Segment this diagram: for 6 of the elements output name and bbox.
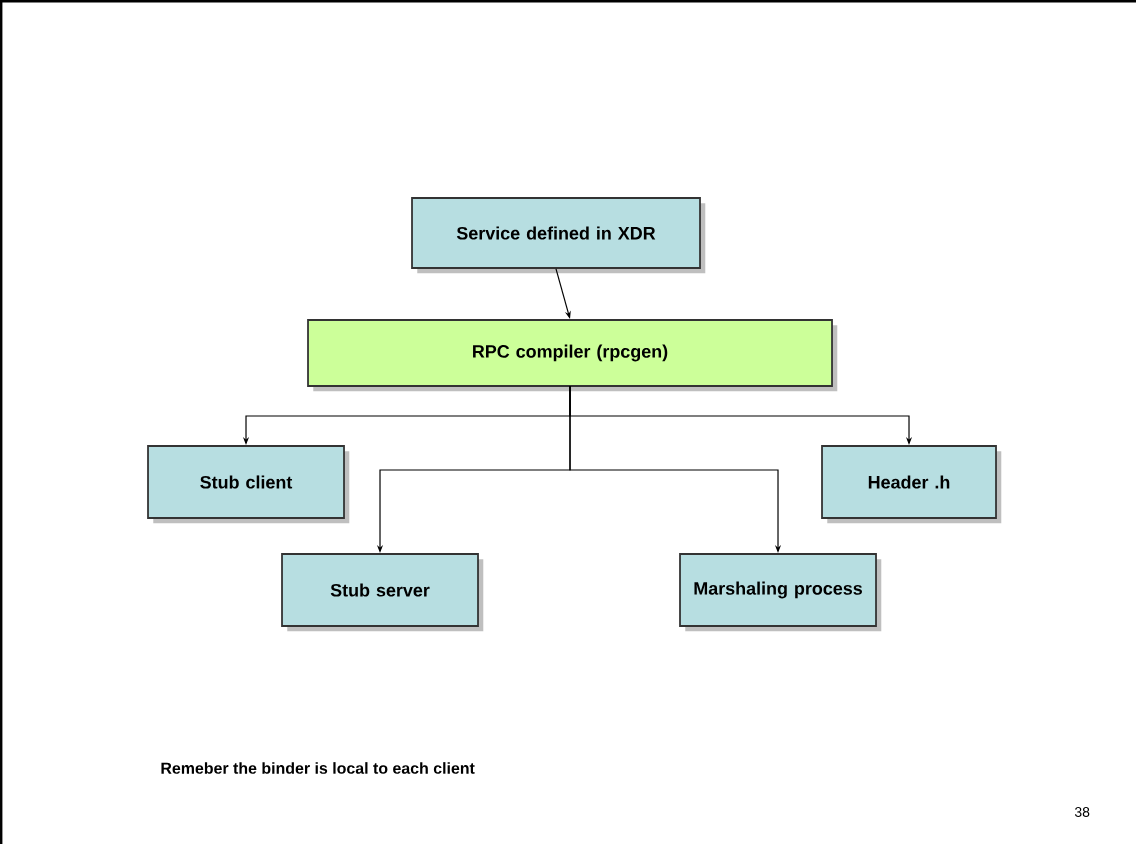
compiler-box: RPC compiler (rpcgen) [307, 319, 838, 392]
process-box: Marshaling process [679, 553, 882, 632]
process-box: Stub server [281, 553, 484, 632]
process-box: Stub client [147, 445, 350, 524]
process-box: Service defined in XDR [411, 197, 706, 274]
process-box: Header .h [821, 445, 1002, 524]
